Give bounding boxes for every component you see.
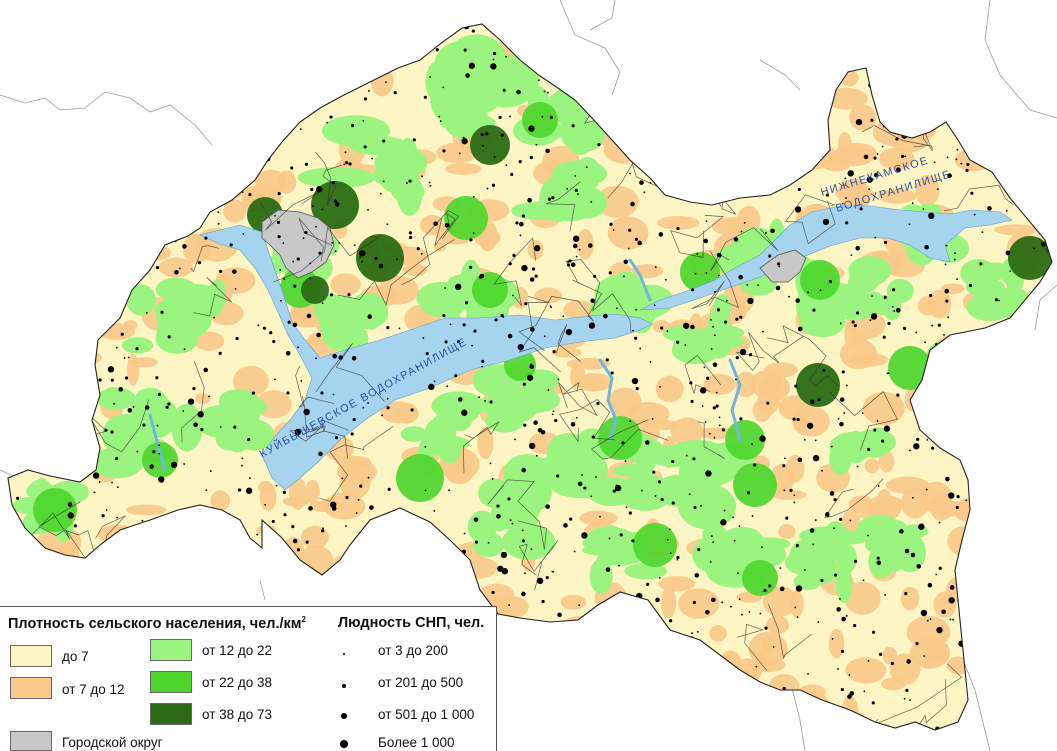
- urban-label: Городской округ: [62, 735, 163, 750]
- density-swatch-38-73: [150, 703, 192, 725]
- density-swatch-12-22: [150, 639, 192, 661]
- settlement-dot-medium: [342, 684, 346, 688]
- density-label-7-12: от 7 до 12: [62, 682, 125, 697]
- settlement-dot-xlarge: [340, 740, 348, 748]
- urban-swatch: [10, 731, 52, 751]
- settlement-label-3-200: от 3 до 200: [378, 643, 449, 658]
- density-label-22-38: от 22 до 38: [202, 675, 273, 690]
- density-label-lt7: до 7: [62, 649, 89, 664]
- settlement-label-gt1000: Более 1 000: [378, 735, 455, 750]
- density-swatch-7-12: [10, 677, 52, 699]
- density-swatch-22-38: [150, 671, 192, 693]
- region-outline: [7, 23, 1053, 731]
- settlement-dot-large: [341, 713, 347, 719]
- settlement-dot-small: [343, 653, 345, 655]
- density-label-12-22: от 12 до 22: [202, 643, 273, 658]
- settlement-legend-title: Людность СНП, чел.: [338, 615, 485, 631]
- density-swatch-lt7: [10, 645, 52, 667]
- map-legend: Плотность сельского населения, чел./км2 …: [0, 606, 497, 751]
- settlement-label-201-500: от 201 до 500: [378, 675, 464, 690]
- density-label-38-73: от 38 до 73: [202, 707, 273, 722]
- density-legend-title: Плотность сельского населения, чел./км2: [8, 615, 306, 632]
- water-bodies: [148, 205, 1013, 491]
- settlement-label-501-1000: от 501 до 1 000: [378, 707, 475, 722]
